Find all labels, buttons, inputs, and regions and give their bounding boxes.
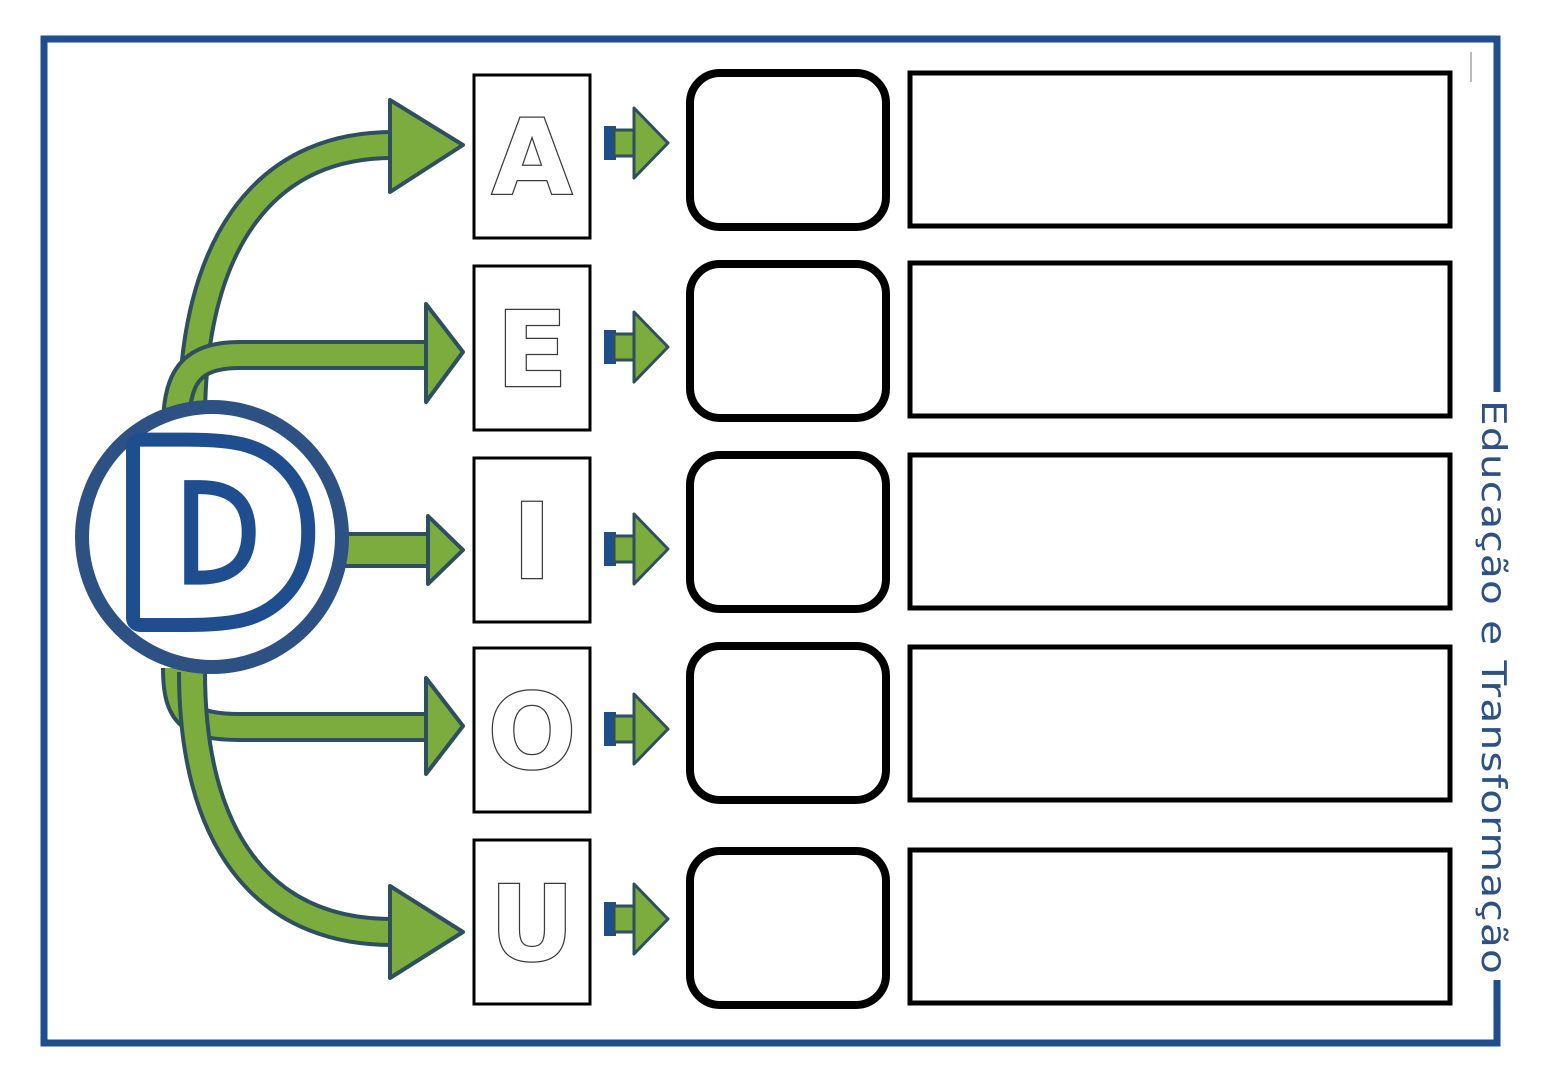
vowel-row-a: A bbox=[472, 69, 1453, 240]
vowel-box bbox=[472, 646, 592, 814]
small-arrow-icon bbox=[604, 106, 670, 180]
vowel-box bbox=[472, 264, 592, 432]
word-answer-box[interactable] bbox=[907, 847, 1453, 1006]
vowel-letter: U bbox=[490, 863, 574, 985]
vowel-letter: E bbox=[496, 289, 567, 411]
arrowhead-a bbox=[388, 98, 465, 194]
arrow-shaft-to-i bbox=[333, 532, 432, 568]
syllable-answer-box[interactable] bbox=[686, 847, 890, 1009]
syllable-answer-box[interactable] bbox=[686, 642, 890, 804]
consonant-letter: D bbox=[118, 401, 313, 674]
vowel-letter: I bbox=[513, 481, 552, 603]
word-answer-box[interactable] bbox=[907, 260, 1453, 419]
small-arrow-icon bbox=[604, 692, 670, 766]
vowel-row-u: U bbox=[472, 838, 1453, 1009]
vowel-box bbox=[472, 73, 592, 240]
syllable-answer-box[interactable] bbox=[686, 451, 890, 613]
vowel-row-o: O bbox=[472, 642, 1453, 814]
syllable-answer-box[interactable] bbox=[686, 69, 890, 231]
small-arrow-icon bbox=[604, 310, 670, 384]
watermark-gap bbox=[1487, 392, 1511, 980]
vowel-box bbox=[472, 838, 592, 1006]
arrowhead-o bbox=[424, 676, 465, 776]
vowel-row-e: E bbox=[472, 260, 1453, 432]
arrowhead-u bbox=[388, 884, 465, 980]
vowel-box bbox=[472, 456, 592, 624]
arrowhead-i bbox=[426, 514, 465, 586]
small-arrow-icon bbox=[604, 512, 670, 586]
arrowhead-e bbox=[424, 302, 465, 404]
word-answer-box[interactable] bbox=[907, 70, 1453, 229]
syllable-answer-box[interactable] bbox=[686, 260, 890, 422]
vowel-row-i: I bbox=[472, 451, 1453, 624]
small-arrow-icon bbox=[604, 882, 670, 956]
vowel-letter: O bbox=[488, 671, 576, 793]
watermark-text: Educação e Transformação bbox=[1473, 400, 1513, 975]
word-answer-box[interactable] bbox=[907, 644, 1453, 803]
word-answer-box[interactable] bbox=[907, 452, 1453, 611]
consonant-circle: D bbox=[75, 387, 349, 688]
vowel-letter: A bbox=[492, 97, 573, 219]
